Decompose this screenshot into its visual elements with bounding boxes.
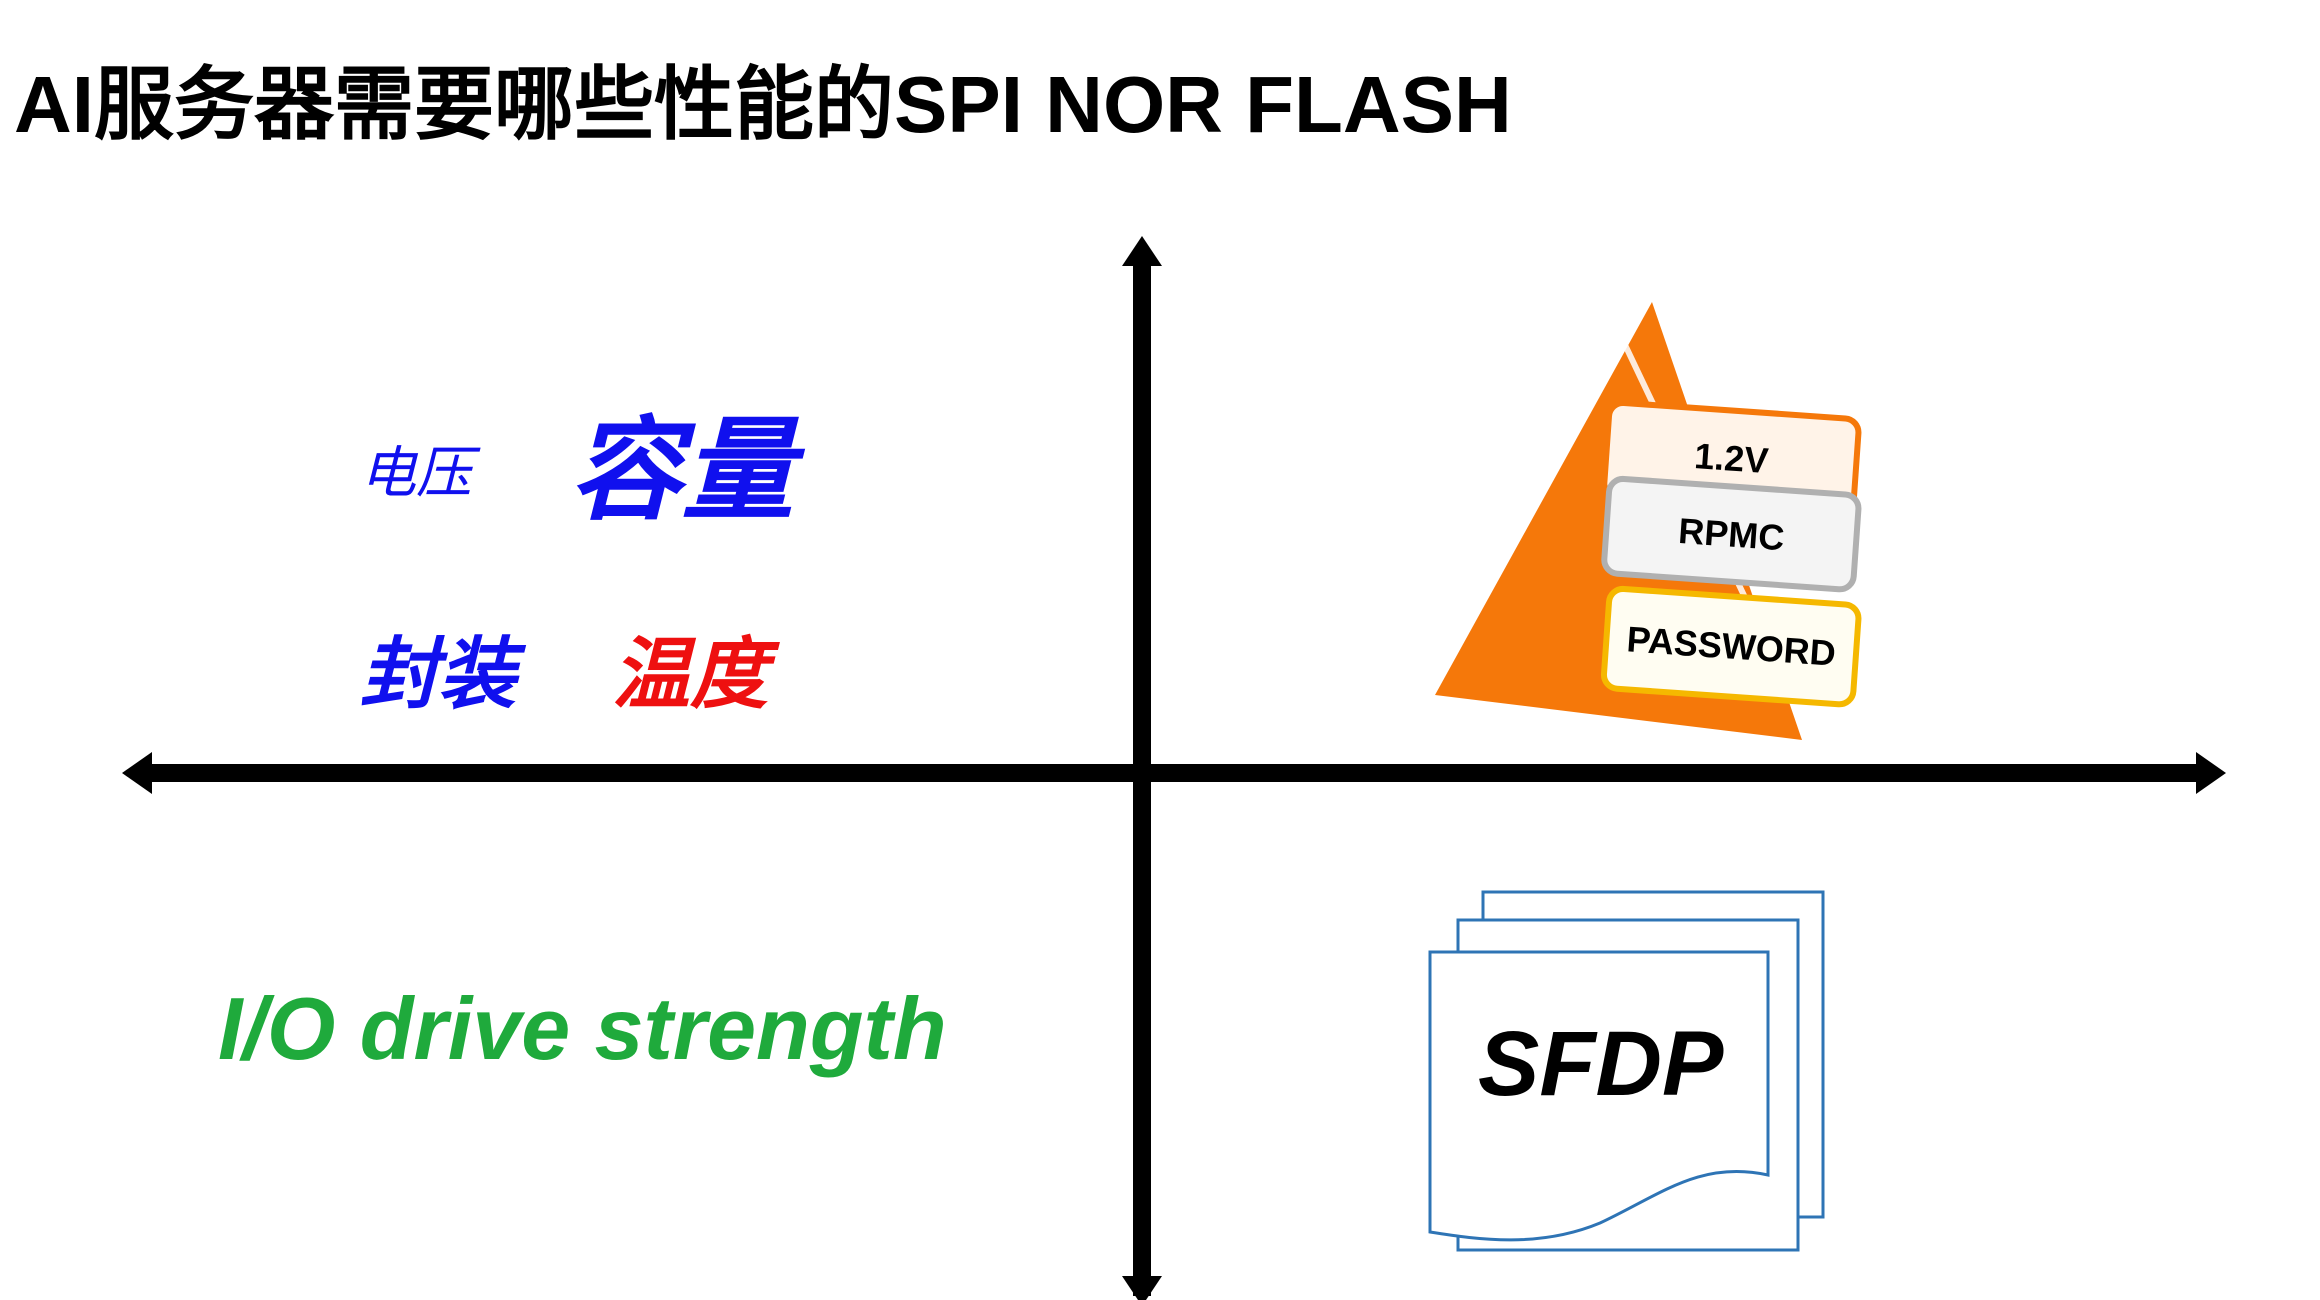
card-1v2-label: 1.2V xyxy=(1693,435,1770,481)
card-password: PASSWORD xyxy=(1600,585,1862,708)
sfdp-label: SFDP xyxy=(1478,1013,1724,1115)
capacity-label: 容量 xyxy=(570,408,794,533)
left-arrowhead xyxy=(122,752,152,794)
top-arrowhead xyxy=(1122,236,1162,266)
bottom-arrowhead xyxy=(1122,1276,1162,1300)
voltage-label: 电压 xyxy=(360,441,472,504)
sfdp-document-stack xyxy=(1428,890,1825,1252)
io-drive-strength-label: I/O drive strength xyxy=(218,979,947,1078)
card-rpmc-label: RPMC xyxy=(1677,510,1786,558)
right-arrowhead xyxy=(2196,752,2226,794)
page-title: AI服务器需要哪些性能的SPI NOR FLASH xyxy=(14,60,1512,149)
package-label: 封装 xyxy=(360,630,517,718)
axes xyxy=(122,236,2226,1300)
document-front xyxy=(1428,950,1770,1242)
card-rpmc: RPMC xyxy=(1601,475,1862,593)
temperature-label: 温度 xyxy=(612,630,769,718)
